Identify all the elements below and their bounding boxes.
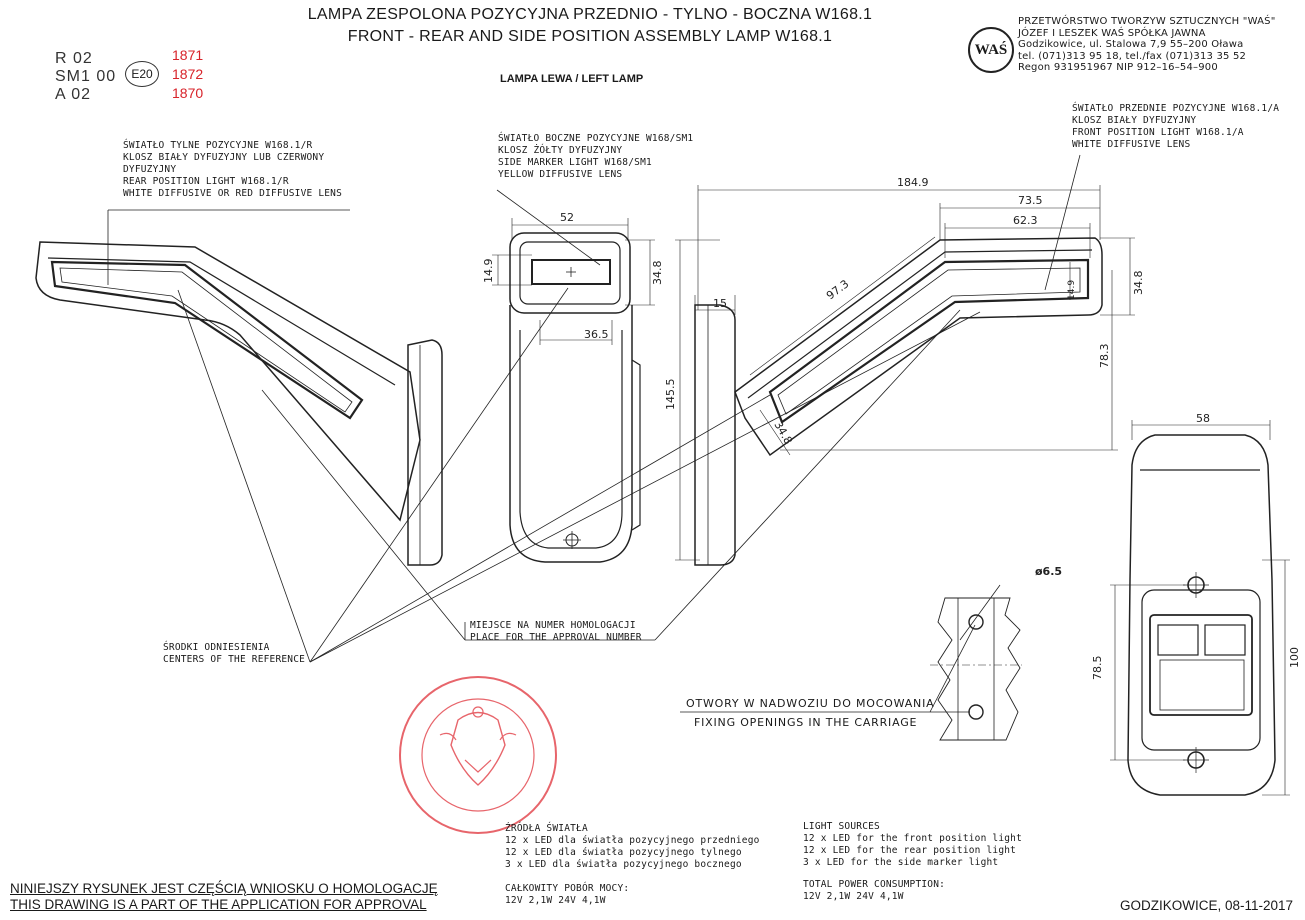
- callout-line: KLOSZ ŻÓŁTY DYFUZYJNY: [498, 145, 623, 156]
- leader-lines: [107, 154, 1081, 713]
- company-logo: WAŚ: [968, 27, 1014, 73]
- callout-line: FRONT POSITION LIGHT W168.1/A: [1072, 127, 1244, 138]
- footer-place-date: GODZIKOWICE, 08-11-2017: [1120, 898, 1294, 913]
- light-sources-polish: ŹRÓDŁA ŚWIATŁA 12 x LED dla światła pozy…: [505, 823, 760, 871]
- dim-62-3: 62.3: [1013, 214, 1038, 227]
- dimension-lines: [492, 185, 1290, 796]
- dimension-labels: 52 14.9 34.8 36.5 145.5 15 184.9 73.5 62…: [482, 176, 1301, 680]
- dim-15: 15: [713, 297, 727, 310]
- footer-note: NINIEJSZY RYSUNEK JEST CZĘŚCIĄ WNIOSKU O…: [10, 881, 438, 913]
- dim-100: 100: [1288, 647, 1301, 668]
- dim-78-5: 78.5: [1091, 656, 1104, 681]
- fixing-holes-detail: [930, 584, 1022, 741]
- light-source-line: 12 x LED dla światła pozycyjnego tylnego: [505, 847, 742, 858]
- callout-line: REAR POSITION LIGHT W168.1/R: [123, 176, 289, 187]
- callout-line: ŚWIATŁO BOCZNE POZYCYJNE W168/SM1: [498, 133, 694, 144]
- approval-number-sm1: 1872: [172, 66, 204, 82]
- subtitle-left-lamp: LAMPA LEWA / LEFT LAMP: [500, 73, 644, 85]
- company-line: Regon 931951967 NIP 912–16–54–900: [1018, 62, 1218, 73]
- callout-line: ŚRODKI ODNIESIENIA: [163, 642, 270, 653]
- callout-rear-light: ŚWIATŁO TYLNE POZYCYJNE W168.1/R KLOSZ B…: [123, 140, 342, 200]
- approval-number-r: 1871: [172, 47, 204, 63]
- callout-line: PLACE FOR THE APPROVAL NUMBER: [470, 632, 642, 643]
- front-lamp-view: [694, 237, 1103, 566]
- callout-line: OTWORY W NADWOZIU DO MOCOWANIA: [686, 697, 935, 710]
- light-source-line: 3 x LED dla światła pozycyjnego bocznego: [505, 859, 742, 870]
- rear-lamp-view: [35, 241, 443, 566]
- callout-line: ŚWIATŁO PRZEDNIE POZYCYJNE W168.1/A: [1072, 103, 1280, 114]
- power-title: TOTAL POWER CONSUMPTION:: [803, 879, 946, 890]
- light-sources-english: LIGHT SOURCES 12 x LED for the front pos…: [803, 821, 1022, 869]
- company-line: PRZETWÓRSTWO TWORZYW SZTUCZNYCH "WAŚ": [1018, 16, 1276, 27]
- e-mark-label: E20: [131, 67, 153, 81]
- callout-line: SIDE MARKER LIGHT W168/SM1: [498, 157, 652, 168]
- approval-codes: R 02 SM1 00 A 02: [55, 50, 116, 104]
- code-a: A 02: [55, 86, 92, 103]
- dim-34-8-right: 34.8: [1132, 271, 1145, 296]
- callout-line: MIEJSCE NA NUMER HOMOLOGACJI: [470, 620, 636, 631]
- company-address: PRZETWÓRSTWO TWORZYW SZTUCZNYCH "WAŚ" JÓ…: [1018, 16, 1276, 74]
- callout-approval-place: MIEJSCE NA NUMER HOMOLOGACJI PLACE FOR T…: [470, 620, 642, 644]
- title-english: FRONT - REAR AND SIDE POSITION ASSEMBLY …: [347, 28, 833, 45]
- side-marker-view: [509, 232, 641, 563]
- mounting-plate-view: [1127, 434, 1276, 796]
- callout-line: WHITE DIFFUSIVE OR RED DIFFUSIVE LENS: [123, 188, 343, 199]
- dim-73-5: 73.5: [1018, 194, 1043, 207]
- light-source-line: 3 x LED for the side marker light: [803, 857, 999, 868]
- callout-line: KLOSZ BIAŁY DYFUZYJNY LUB CZERWONY: [123, 152, 325, 163]
- company-logo-text: WAŚ: [974, 42, 1008, 58]
- official-stamp: [399, 676, 557, 834]
- e-mark-badge: E20: [125, 61, 159, 87]
- light-source-line: 12 x LED dla światła pozycyjnego przedni…: [505, 835, 760, 846]
- dim-145-5: 145.5: [664, 379, 677, 411]
- code-sm1: SM1 00: [55, 68, 117, 85]
- power-title: CAŁKOWITY POBÓR MOCY:: [505, 883, 630, 894]
- callout-line: WHITE DIFFUSIVE LENS: [1072, 139, 1191, 150]
- company-line: JÓZEF I LESZEK WAŚ SPÓŁKA JAWNA: [1018, 27, 1206, 39]
- callout-line: CENTERS OF THE REFERENCE: [163, 654, 306, 665]
- approval-numbers: 1871 1872 1870: [172, 46, 203, 103]
- dim-184-9: 184.9: [897, 176, 929, 189]
- dim-58: 58: [1196, 412, 1210, 425]
- callout-fixing-openings: OTWORY W NADWOZIU DO MOCOWANIA FIXING OP…: [686, 694, 934, 732]
- power-english: TOTAL POWER CONSUMPTION: 12V 2,1W 24V 4,…: [803, 879, 945, 903]
- dim-78-3: 78.3: [1098, 344, 1111, 369]
- company-line: tel. (071)313 95 18, tel./fax (071)313 3…: [1018, 50, 1247, 62]
- dim-14-9-right: 14.9: [1067, 280, 1077, 300]
- light-sources-title: LIGHT SOURCES: [803, 821, 880, 832]
- dim-hole-diameter: ø6.5: [1035, 565, 1062, 578]
- callout-line: FIXING OPENINGS IN THE CARRIAGE: [694, 716, 918, 729]
- light-source-line: 12 x LED for the rear position light: [803, 845, 1017, 856]
- footer-note-polish: NINIEJSZY RYSUNEK JEST CZĘŚCIĄ WNIOSKU O…: [10, 881, 438, 896]
- callout-line: KLOSZ BIAŁY DYFUZYJNY: [1072, 115, 1197, 126]
- company-line: Godzikowice, ul. Stalowa 7,9 55–200 Oław…: [1018, 39, 1244, 50]
- callout-side-marker: ŚWIATŁO BOCZNE POZYCYJNE W168/SM1 KLOSZ …: [498, 133, 693, 181]
- dim-52: 52: [560, 211, 574, 224]
- light-source-line: 12 x LED for the front position light: [803, 833, 1023, 844]
- power-value: 12V 2,1W 24V 4,1W: [505, 895, 606, 906]
- callout-front-light: ŚWIATŁO PRZEDNIE POZYCYJNE W168.1/A KLOS…: [1072, 103, 1279, 151]
- light-sources-title: ŹRÓDŁA ŚWIATŁA: [505, 823, 588, 834]
- dim-14-9: 14.9: [482, 259, 495, 284]
- callout-line: ŚWIATŁO TYLNE POZYCYJNE W168.1/R: [123, 140, 313, 151]
- title-polish: LAMPA ZESPOLONA POZYCYJNA PRZEDNIO - TYL…: [307, 6, 873, 23]
- callout-reference-centers: ŚRODKI ODNIESIENIA CENTERS OF THE REFERE…: [163, 642, 305, 666]
- footer-note-english: THIS DRAWING IS A PART OF THE APPLICATIO…: [10, 897, 427, 912]
- dim-34-8: 34.8: [651, 261, 664, 286]
- code-r: R 02: [55, 50, 93, 67]
- approval-number-a: 1870: [172, 85, 204, 101]
- callout-line: YELLOW DIFFUSIVE LENS: [498, 169, 623, 180]
- dim-36-5: 36.5: [584, 328, 609, 341]
- power-polish: CAŁKOWITY POBÓR MOCY: 12V 2,1W 24V 4,1W: [505, 883, 629, 907]
- dim-97-3: 97.3: [824, 277, 851, 302]
- callout-line: DYFUZYJNY: [123, 164, 177, 175]
- power-value: 12V 2,1W 24V 4,1W: [803, 891, 904, 902]
